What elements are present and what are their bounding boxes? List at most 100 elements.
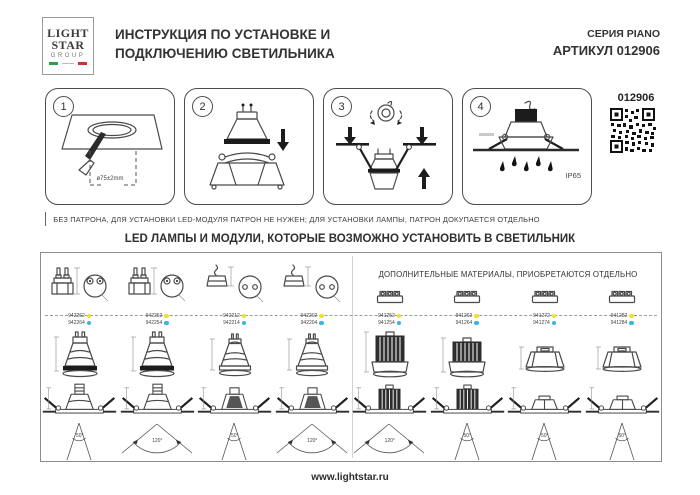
article-code: 942254: [145, 320, 163, 327]
article-list: 941262 941264: [456, 313, 479, 330]
terminal-connector-icon: [530, 287, 560, 305]
warm-color-dot: [164, 313, 169, 319]
article-list: 942262 942264: [68, 313, 92, 330]
fixture-section-drawing: [351, 382, 428, 423]
article-list: 942252 942254: [146, 313, 169, 330]
warm-color-dot: [474, 313, 479, 319]
mr16-base-drawing: [203, 263, 267, 307]
beam-cone-drawing: [584, 423, 661, 461]
page-title: ИНСТРУКЦИЯ ПО УСТАНОВКЕ И ПОДКЛЮЧЕНИЮ СВ…: [115, 26, 335, 64]
beam-angle-label: 120°: [152, 438, 163, 444]
step2-insert-lamp-diagram: [209, 103, 289, 190]
gu10-lamp-drawing: [52, 330, 108, 382]
step-number-4: 4: [470, 96, 491, 117]
ip-rating-label: IP65: [565, 171, 581, 180]
beam-cone-drawing: [41, 423, 118, 461]
logo-text-light: LIGHT: [47, 26, 89, 41]
logo-text-group: GROUP: [50, 53, 86, 60]
series-label: СЕРИЯ PIANO: [587, 28, 660, 40]
dashed-separator: [45, 315, 657, 316]
article-code: 942212: [223, 313, 240, 320]
compatible-lamps-title: LED ЛАМПЫ И МОДУЛИ, КОТОРЫЕ ВОЗМОЖНО УСТ…: [124, 233, 576, 245]
article-code: 942252: [145, 313, 163, 320]
mr16-base-drawing: [280, 263, 344, 307]
cool-color-dot: [241, 320, 247, 326]
warm-color-dot: [551, 313, 557, 319]
terminal-connector-icon: [452, 287, 482, 305]
note-marker-bar: [45, 212, 47, 226]
led-module-drawing: [439, 330, 495, 382]
italian-flag-stripe: [49, 62, 87, 65]
step-number-3: 3: [331, 96, 352, 117]
mr16-lamp-drawing: [284, 330, 340, 382]
cool-color-dot: [319, 320, 324, 326]
article-code: 941272: [533, 313, 550, 320]
slim-module-drawing: [594, 330, 650, 382]
article-code: 942204: [300, 320, 318, 327]
footer-url: www.lightstar.ru: [311, 472, 389, 483]
lamp-compatibility-panel: ДОПОЛНИТЕЛЬНЫЕ МАТЕРИАЛЫ, ПРИОБРЕТАЮТСЯ …: [40, 252, 662, 462]
title-line-2: ПОДКЛЮЧЕНИЮ СВЕТИЛЬНИКА: [115, 45, 335, 61]
mr16-lamp-drawing: [207, 330, 263, 382]
gu10-base-drawing: [48, 263, 112, 307]
beam-angle-label: 120°: [307, 438, 318, 444]
fixture-section-drawing: [584, 382, 661, 423]
cool-color-dot: [86, 320, 92, 326]
article-code: 941274: [533, 320, 550, 327]
article-code: 942202: [300, 313, 318, 320]
terminal-connector-icon: [375, 287, 405, 305]
article-list: 942212 942214: [223, 313, 247, 330]
terminal-connector-icon: [607, 287, 637, 305]
step-box-1: 1 ø75±2mm: [45, 88, 175, 205]
gu10-lamp-drawing: [129, 330, 185, 382]
article-code: 941264: [455, 320, 473, 327]
fixture-section-drawing: [506, 382, 583, 423]
slim-module-drawing: [517, 330, 573, 382]
cool-color-dot: [474, 320, 479, 326]
article-list: 941252 941254: [378, 313, 402, 330]
module-column-7: 941272 941274 50°: [506, 253, 584, 461]
article-code: 942262: [68, 313, 85, 320]
lightstar-logo: LIGHT STAR GROUP: [42, 17, 94, 75]
step-box-3: 3: [323, 88, 453, 205]
fixture-section-drawing: [429, 382, 506, 423]
article-code: 942264: [68, 320, 85, 327]
panel-divider: [352, 256, 353, 458]
article-code: 941252: [378, 313, 395, 320]
cool-color-dot: [551, 320, 557, 326]
title-line-1: ИНСТРУКЦИЯ ПО УСТАНОВКЕ И: [115, 27, 331, 42]
step-number-2: 2: [192, 96, 213, 117]
step-box-2: 2: [184, 88, 314, 205]
fixture-section-drawing: [196, 382, 273, 423]
fixture-section-drawing: [41, 382, 118, 423]
article-code: 941284: [610, 320, 628, 327]
hole-diameter-label: ø75±2mm: [96, 176, 124, 182]
step1-cut-hole-diagram: [61, 114, 163, 186]
warm-color-dot: [629, 313, 634, 319]
article-list: 942202 942204: [301, 313, 324, 330]
led-module-drawing: [362, 330, 418, 382]
warm-color-dot: [396, 313, 402, 319]
warm-color-dot: [86, 313, 92, 319]
beam-cone-drawing: [196, 423, 273, 461]
lamp-column-2: 942252 942254 120°: [119, 253, 197, 461]
lamp-column-1: 942262 942264 50°: [41, 253, 119, 461]
beam-angle-label: 50°: [230, 433, 239, 439]
article-list: 941282 941284: [611, 313, 634, 330]
additional-materials-heading: ДОПОЛНИТЕЛЬНЫЕ МАТЕРИАЛЫ, ПРИОБРЕТАЮТСЯ …: [378, 270, 638, 279]
note-row: БЕЗ ПАТРОНА, ДЛЯ УСТАНОВКИ LED-МОДУЛЯ ПА…: [45, 212, 540, 226]
article-code: 941262: [455, 313, 473, 320]
module-column-8: 941282 941284 50°: [584, 253, 662, 461]
beam-angle-label: 120°: [384, 438, 395, 444]
qr-block: 012906: [609, 92, 663, 154]
cool-color-dot: [396, 320, 402, 326]
socket-note-text: БЕЗ ПАТРОНА, ДЛЯ УСТАНОВКИ LED-МОДУЛЯ ПА…: [53, 214, 540, 224]
gu10-base-drawing: [125, 263, 189, 307]
step4-installed-ip65-diagram: [473, 100, 579, 172]
lamp-column-4: 942202 942204 120°: [274, 253, 352, 461]
cool-color-dot: [629, 320, 634, 326]
module-column-6: 941262 941264 50°: [429, 253, 507, 461]
qr-article-number: 012906: [617, 92, 655, 104]
warm-color-dot: [241, 313, 247, 319]
